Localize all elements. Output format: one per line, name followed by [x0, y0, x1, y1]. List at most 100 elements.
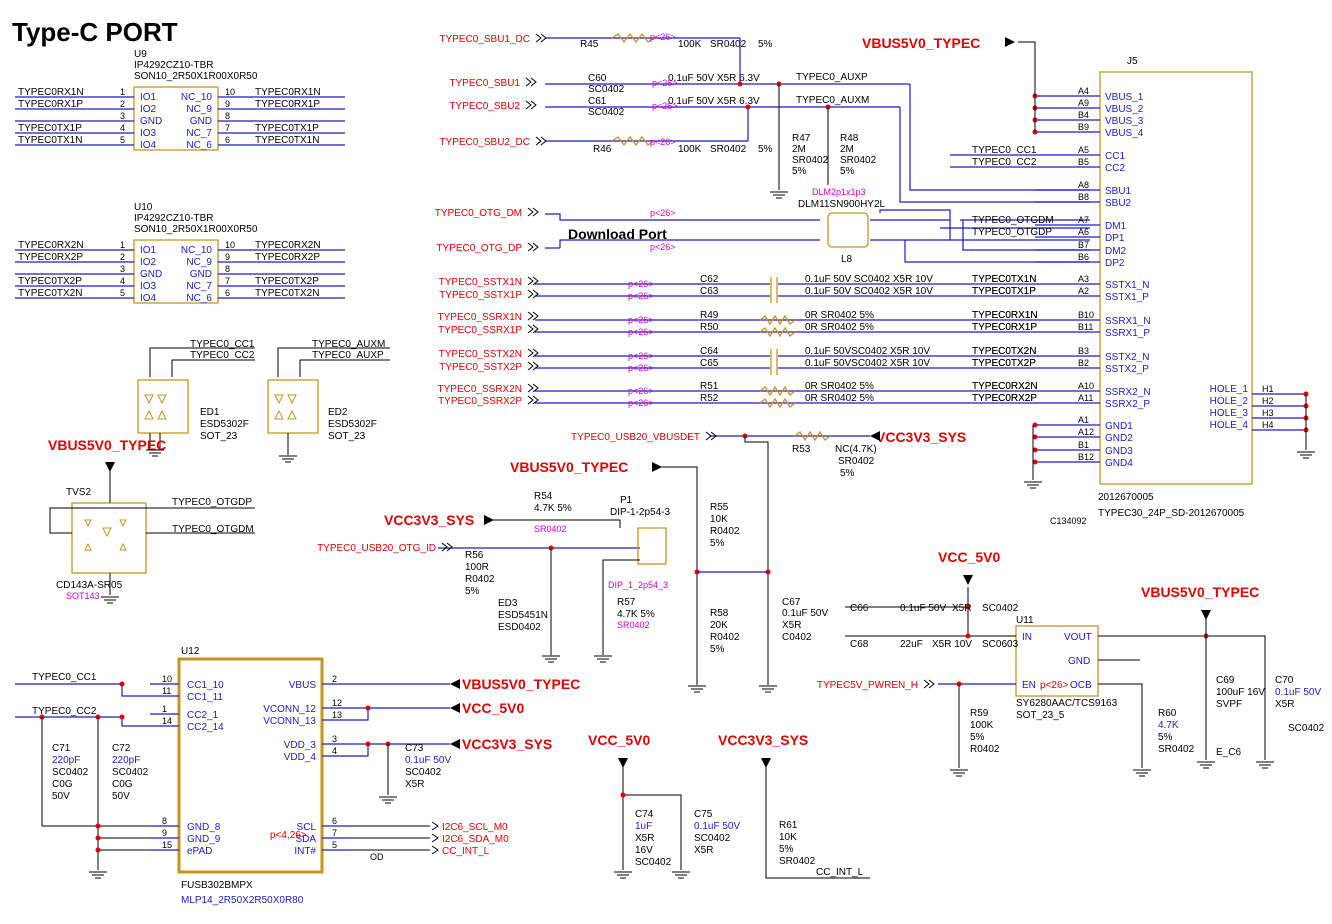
svg-text:C0G: C0G [52, 779, 73, 790]
net-name: TYPEC0TX2P [972, 358, 1036, 369]
svg-text:TYPEC0_AUXM: TYPEC0_AUXM [796, 95, 869, 106]
pin-name: INT# [294, 846, 316, 857]
svg-text:SR0402: SR0402 [1158, 744, 1195, 755]
svg-text:4.7K: 4.7K [1158, 720, 1179, 731]
net-name: TYPEC0RX1P [972, 322, 1037, 333]
net-port-labels: TYPEC0_SBU1_DCTYPEC0_SBU1TYPEC0_SBU2TYPE… [317, 33, 935, 857]
svg-text:SY6280AAC/TCS9163: SY6280AAC/TCS9163 [1016, 698, 1118, 709]
pin-number: 3 [120, 264, 125, 274]
svg-text:CC_INT_L: CC_INT_L [816, 867, 864, 878]
svg-text:SC0603: SC0603 [982, 639, 1019, 650]
power-arrow-icon [450, 703, 460, 713]
net-name: TYPEC0TX2P [18, 276, 82, 287]
svg-text:p<4,26>: p<4,26> [270, 830, 307, 841]
net-name: TYPEC0TX1N [972, 274, 1036, 285]
ground-icon [1024, 481, 1042, 489]
pin-number: 15 [162, 840, 172, 850]
u10-part: IP4292CZ10-TBR [134, 213, 213, 224]
svg-text:VOUT: VOUT [1064, 632, 1092, 643]
svg-text:220pF: 220pF [52, 755, 80, 766]
svg-text:X5R: X5R [405, 779, 424, 790]
pin-name: SSRX2_P [1105, 399, 1150, 410]
svg-text:C0402: C0402 [782, 632, 812, 643]
pin-name: IO2 [140, 257, 157, 268]
pin-number: 1 [120, 87, 125, 97]
svg-text:5%: 5% [840, 468, 855, 479]
svg-text:R0402: R0402 [465, 574, 495, 585]
pin-name: SSRX2_N [1105, 387, 1151, 398]
pin-name: IO4 [140, 293, 157, 304]
pin-name: HOLE_3 [1210, 408, 1249, 419]
svg-text:U12: U12 [181, 646, 200, 657]
svg-text:C60: C60 [588, 73, 607, 84]
svg-text:1uF: 1uF [635, 821, 652, 832]
port-label: I2C6_SCL_M0 [442, 822, 508, 833]
pin-name: CC1 [1105, 151, 1125, 162]
net-name: TYPEC0_OTGDM [972, 215, 1054, 226]
svg-text:CD143A-SR05: CD143A-SR05 [56, 580, 123, 591]
svg-text:SVPF: SVPF [1216, 699, 1242, 710]
ground-icon [950, 769, 968, 777]
pin-name: VCONN_13 [263, 716, 316, 727]
svg-text:R48: R48 [840, 133, 859, 144]
svg-text:C74: C74 [635, 809, 654, 820]
ground-icon [89, 871, 107, 879]
power-net-label: VCC_5V0 [462, 700, 524, 716]
svg-text:X5R: X5R [952, 603, 971, 614]
pin-number: 5 [120, 288, 125, 298]
svg-text:C71: C71 [52, 743, 71, 754]
port-label: TYPEC0_SSRX1N [438, 312, 522, 323]
pin-name: VBUS_4 [1105, 128, 1144, 139]
pin-name: GND [190, 269, 212, 280]
svg-text:0.1uF 50V: 0.1uF 50V [405, 755, 451, 766]
pin-number: 2 [332, 674, 337, 684]
part-value: 0.1uF 50V SC0402 X5R 10V [805, 274, 933, 285]
pin-number: 5 [120, 135, 125, 145]
net-name: TYPEC0TX2N [972, 346, 1036, 357]
part-ref: R51 [700, 381, 719, 392]
svg-text:R0402: R0402 [710, 632, 740, 643]
svg-text:R60: R60 [1158, 708, 1177, 719]
power-arrow-icon [652, 462, 662, 472]
pin-name: IO3 [140, 128, 157, 139]
svg-text:220pF: 220pF [112, 755, 140, 766]
svg-text:TYPEC0_AUXP: TYPEC0_AUXP [796, 72, 868, 83]
svg-text:5%: 5% [710, 538, 725, 549]
pin-number: 8 [225, 264, 230, 274]
part-value: 0R SR0402 5% [805, 310, 874, 321]
pin-name: IO1 [140, 92, 157, 103]
power-arrow-icon [1005, 37, 1015, 47]
port-label: TYPEC0_SBU2_DC [439, 137, 530, 148]
pin-number: 2 [120, 252, 125, 262]
pin-name: SCL [297, 822, 317, 833]
svg-text:SC0402: SC0402 [1288, 723, 1325, 734]
power-arrow-icon [105, 462, 115, 472]
xref: p<26> [628, 291, 654, 301]
svg-text:OCB: OCB [1070, 680, 1092, 691]
pin-number: A9 [1078, 98, 1089, 108]
pin-number: 1 [120, 240, 125, 250]
svg-text:J5: J5 [1127, 56, 1138, 67]
svg-text:C0G: C0G [112, 779, 133, 790]
port-label: TYPEC5V_PWREN_H [817, 680, 918, 691]
ground-icon [379, 796, 397, 804]
pin-name: NC_10 [181, 92, 213, 103]
svg-text:TVS2: TVS2 [66, 487, 91, 498]
svg-text:p<26>: p<26> [652, 78, 678, 88]
pin-name: CC1_11 [187, 692, 223, 703]
port-label: TYPEC0_SBU1_DC [439, 34, 530, 45]
net-name: TYPEC0RX1N [18, 87, 84, 98]
pin-name: IO2 [140, 104, 157, 115]
net-name: TYPEC0TX1N [972, 274, 1036, 285]
port-label: TYPEC0_SSRX1P [438, 325, 522, 336]
net-name: TYPEC0RX2N [972, 381, 1038, 392]
pin-number: 9 [225, 252, 230, 262]
net-name: TYPEC0TX1P [18, 123, 82, 134]
pin-number: 3 [120, 111, 125, 121]
svg-text:P1: P1 [620, 495, 633, 506]
svg-text:100K: 100K [970, 720, 994, 731]
svg-text:R54: R54 [534, 491, 553, 502]
xref: p<26> [628, 327, 654, 337]
part-ref: C63 [700, 286, 719, 297]
svg-text:L8: L8 [841, 254, 853, 265]
